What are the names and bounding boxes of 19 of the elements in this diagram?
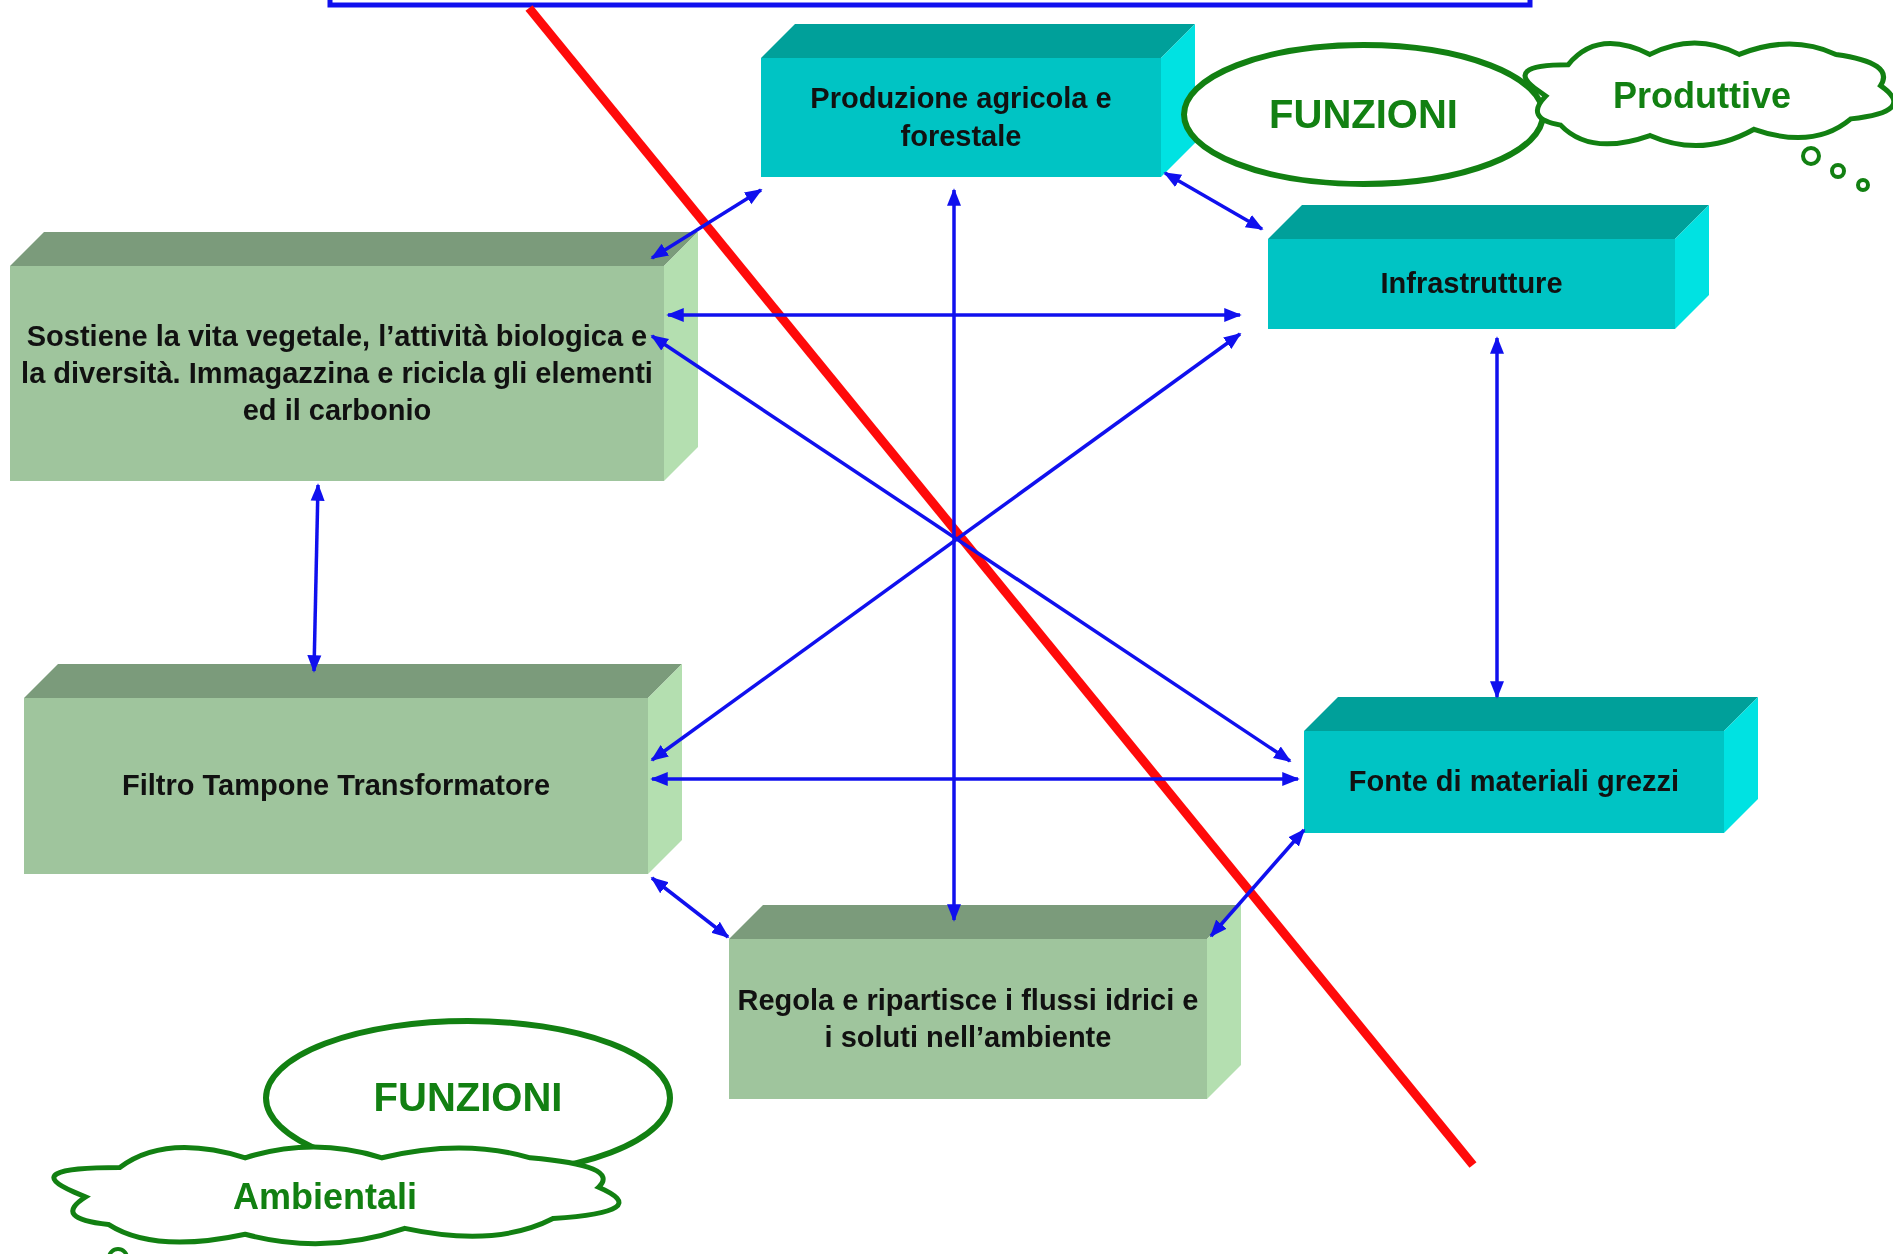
double-arrow	[650, 188, 763, 260]
function-label: FUNZIONI	[373, 1074, 563, 1122]
box-text: Fonte di materiali grezzi	[1348, 764, 1680, 800]
function-label: Ambientali	[233, 1174, 417, 1219]
double-arrow	[1490, 336, 1504, 699]
box-text: Infrastrutture	[1380, 266, 1563, 302]
double-arrow	[650, 772, 1300, 786]
double-arrow	[307, 483, 325, 673]
box-text: Sostiene la vita vegetale, l’attività biologica e la diversità. Immagazzina e ricicla gli elementi ed il carbonio	[20, 318, 654, 429]
box-text: Produzione agricola e forestale	[809, 81, 1113, 154]
double-arrow	[947, 188, 961, 922]
double-arrow	[666, 308, 1242, 322]
double-arrow	[1163, 171, 1264, 231]
double-arrow	[1209, 828, 1306, 938]
function-label: Produttive	[1613, 73, 1791, 118]
function-label: FUNZIONI	[1269, 90, 1458, 138]
box-text: Filtro Tampone Transformatore	[121, 768, 551, 804]
box-text: Regola e ripartisce i flussi idrici e i soluti nell’ambiente	[737, 982, 1199, 1055]
double-arrow	[650, 876, 730, 939]
